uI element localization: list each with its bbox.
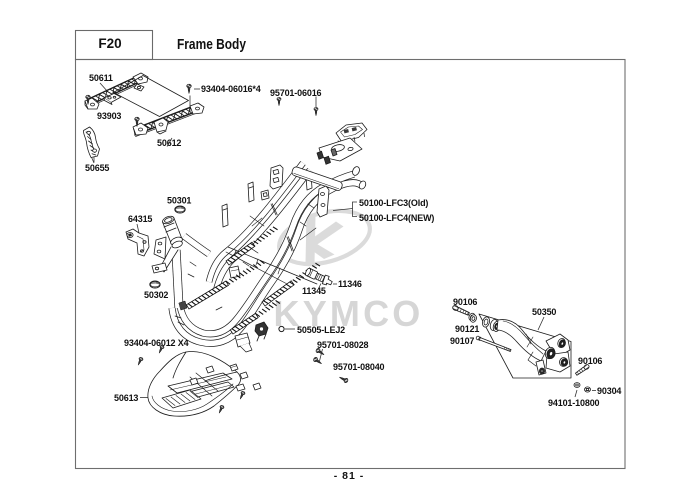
svg-text:95701-08040: 95701-08040 xyxy=(333,362,385,372)
svg-text:50302: 50302 xyxy=(144,290,168,300)
svg-text:93404-06012 X4: 93404-06012 X4 xyxy=(124,338,189,348)
svg-text:50613: 50613 xyxy=(114,393,138,403)
svg-text:- 81 -: - 81 - xyxy=(334,470,365,482)
svg-text:50301: 50301 xyxy=(167,196,191,206)
svg-text:90106: 90106 xyxy=(453,297,477,307)
svg-text:Frame Body: Frame Body xyxy=(177,37,246,53)
svg-text:90304: 90304 xyxy=(597,386,621,396)
svg-text:11346: 11346 xyxy=(338,279,362,289)
svg-text:KYMCO: KYMCO xyxy=(274,293,424,334)
svg-text:90121: 90121 xyxy=(455,324,479,334)
svg-text:50100-LFC4(NEW): 50100-LFC4(NEW) xyxy=(359,213,434,223)
svg-text:93404-06016*4: 93404-06016*4 xyxy=(201,84,261,94)
svg-text:95701-08028: 95701-08028 xyxy=(317,340,369,350)
svg-text:93903: 93903 xyxy=(97,111,121,121)
svg-text:F20: F20 xyxy=(98,36,121,51)
svg-text:95701-06016: 95701-06016 xyxy=(270,88,322,98)
svg-text:90106: 90106 xyxy=(578,356,602,366)
svg-text:90107: 90107 xyxy=(450,336,474,346)
svg-text:50350: 50350 xyxy=(532,307,556,317)
svg-text:11345: 11345 xyxy=(302,286,326,296)
svg-text:50655: 50655 xyxy=(85,163,109,173)
svg-text:64315: 64315 xyxy=(128,214,152,224)
svg-text:94101-10800: 94101-10800 xyxy=(548,398,600,408)
svg-text:50100-LFC3(Old): 50100-LFC3(Old) xyxy=(359,198,428,208)
svg-text:50505-LEJ2: 50505-LEJ2 xyxy=(297,325,345,335)
svg-text:50611: 50611 xyxy=(89,73,113,83)
